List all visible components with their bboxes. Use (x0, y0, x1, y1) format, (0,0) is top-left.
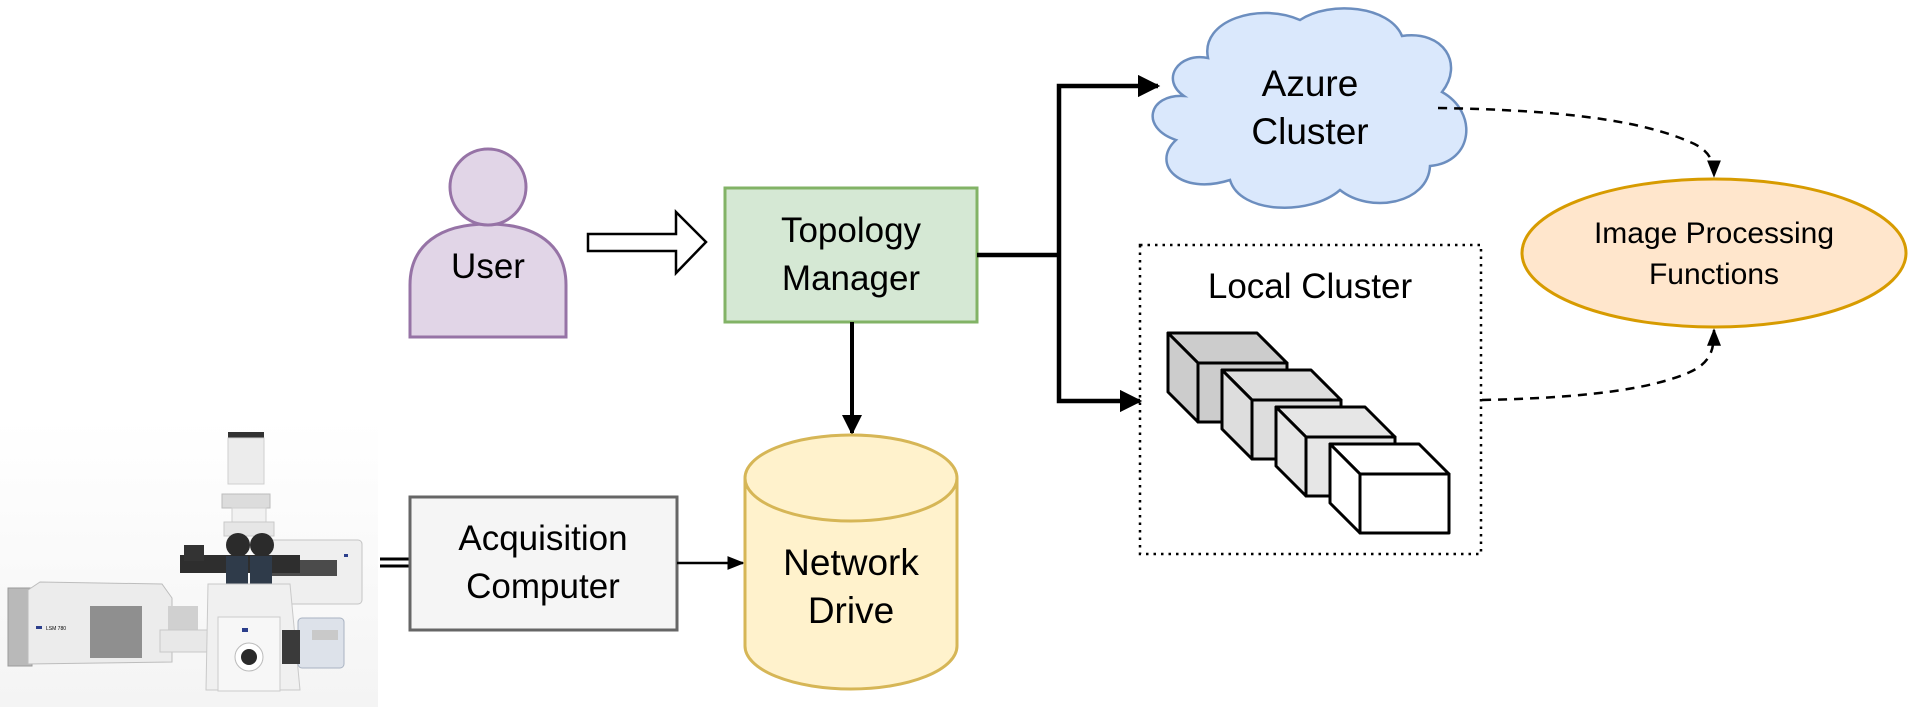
topology-branch-connector (977, 74, 1161, 413)
arrow-to-local-cluster (1056, 255, 1143, 413)
network-drive-label-line1: Network (783, 542, 919, 583)
image-processing-ellipse (1520, 177, 1908, 329)
arrow-azure-to-image-processing (1437, 106, 1721, 178)
network-drive-node[interactable]: Network Drive (743, 433, 959, 691)
image-processing-node[interactable]: Image Processing Functions (1520, 177, 1908, 329)
image-processing-label-line2: Functions (1649, 258, 1779, 291)
network-drive-cylinder-body (743, 478, 959, 691)
cluster-node-cube (1328, 442, 1451, 535)
acquisition-computer-label-line2: Computer (466, 567, 620, 606)
arrow-local-to-image-processing (1481, 328, 1721, 402)
user-to-topology-arrow (586, 208, 708, 277)
acquisition-computer-label-line1: Acquisition (458, 519, 627, 558)
acquisition-computer-node[interactable]: Acquisition Computer (408, 495, 679, 632)
microscope-eyepieces (226, 533, 274, 584)
microscope-connector (380, 557, 410, 568)
local-cluster-nodes (1166, 331, 1451, 535)
microscope-camera (221, 432, 275, 537)
microscope-image: LSM 780 (0, 420, 378, 707)
azure-cluster-node[interactable]: Azure Cluster (1151, 7, 1468, 209)
topology-manager-node[interactable]: Topology Manager (723, 186, 979, 324)
user-node[interactable]: User (408, 147, 568, 339)
cube-face (1358, 472, 1451, 535)
azure-cluster-label-line1: Azure (1262, 63, 1359, 104)
network-drive-label-line2: Drive (808, 590, 894, 631)
arrow-to-azure (1056, 74, 1161, 255)
network-drive-cylinder-top (743, 433, 959, 523)
azure-cloud-shape (1151, 7, 1468, 209)
local-cluster-boundary (1138, 243, 1483, 556)
image-processing-label-line1: Image Processing (1594, 217, 1834, 250)
acquisition-computer-box (408, 495, 679, 632)
user-label: User (451, 247, 525, 286)
user-head-shape (448, 147, 528, 227)
topology-manager-box (723, 186, 979, 324)
local-cluster-label: Local Cluster (1208, 267, 1413, 306)
topology-manager-label-line2: Manager (782, 259, 920, 298)
local-cluster-node[interactable]: Local Cluster (1138, 243, 1483, 556)
microscope-model-label: LSM 780 (46, 626, 66, 632)
side-camera (297, 617, 345, 669)
topology-manager-label-line1: Topology (781, 211, 922, 250)
azure-cluster-label-line2: Cluster (1251, 111, 1368, 152)
